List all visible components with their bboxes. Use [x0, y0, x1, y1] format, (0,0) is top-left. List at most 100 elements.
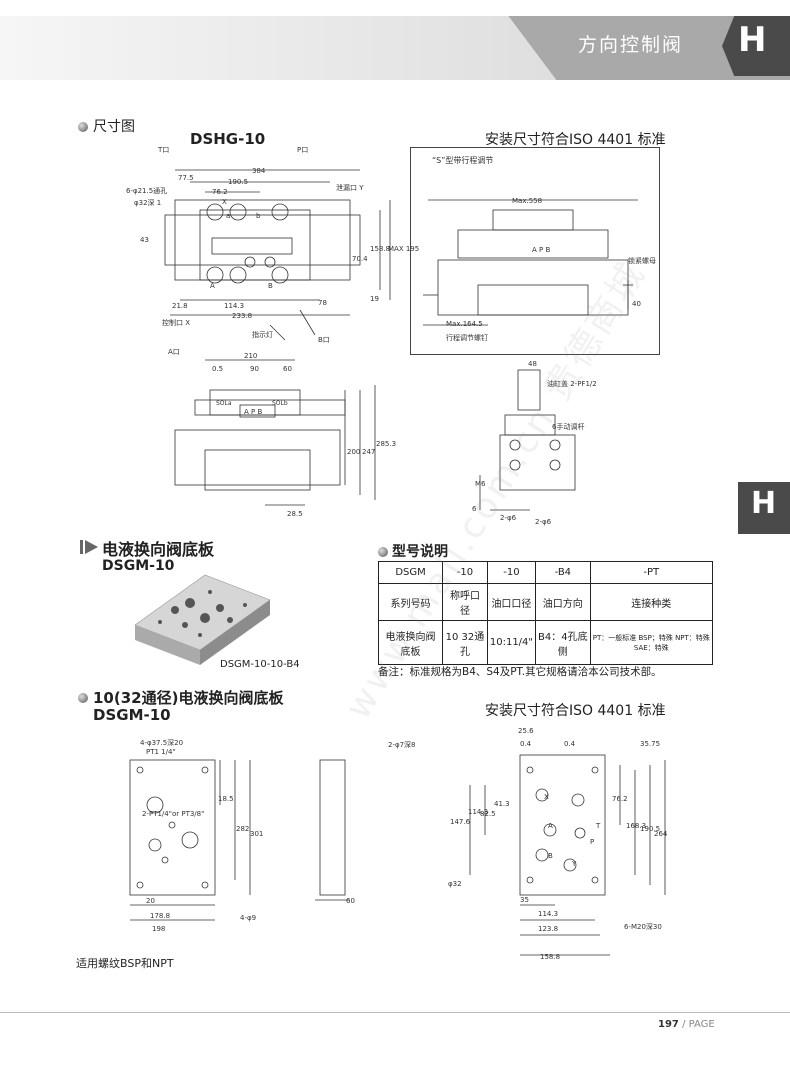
header-tab	[722, 16, 790, 76]
table-cell: 系列号码	[377, 583, 444, 621]
section3-heading: 10(32通径)电液换向阀底板	[93, 689, 284, 707]
header-tab-letter: H	[738, 20, 767, 60]
table-cell: -10	[486, 561, 537, 584]
table-cell: 电液换向阀底板	[377, 620, 444, 665]
dim-76-2: 76.2	[212, 188, 228, 196]
label-pt1-1-4: PT1 1/4"	[146, 748, 176, 756]
mark-b-plate: B	[548, 852, 553, 860]
table-cell: -PT	[589, 561, 714, 584]
dim-25-6: 25.6	[518, 727, 534, 735]
dim-76-2-v: 76.2	[612, 795, 628, 803]
valve-front-view-drawing	[174, 359, 376, 506]
dim-147-6: 147.6	[450, 818, 471, 826]
label-indicator: 指示灯	[252, 331, 273, 339]
dim-40: 40	[632, 300, 641, 308]
label-a-port: A口	[168, 348, 180, 356]
dim-70-4: 70.4	[352, 255, 368, 263]
section1-iso-note: 安装尺寸符合ISO 4401 标准	[485, 132, 666, 148]
solb-label: SOLb	[272, 400, 288, 407]
stroke-adjust-figure-frame	[410, 147, 660, 355]
side-tab-letter: H	[751, 486, 777, 521]
dim-43: 43	[140, 236, 149, 244]
dim-19: 19	[370, 295, 379, 303]
label-stroke-screw: 行程调节螺钉	[446, 334, 488, 342]
dim-max195: MAX 195	[388, 245, 420, 253]
footer-divider	[0, 1012, 790, 1013]
page-label: / PAGE	[682, 1019, 715, 1030]
dim-285-3: 285.3	[376, 440, 397, 448]
label-2-phi6-b: 2-φ6	[535, 518, 552, 526]
mark-x: X	[222, 198, 227, 206]
label-b-port: B口	[318, 336, 330, 344]
mark-b: B	[268, 282, 273, 290]
apb-label-front: A P B	[244, 408, 263, 416]
section3-model: DSGM-10	[93, 706, 171, 724]
dim-0-4b: 0.4	[564, 740, 576, 748]
table-row: DSGM -10 -10 -B4 -PT	[377, 561, 714, 584]
model-code-table: DSGM -10 -10 -B4 -PT 系列号码 称呼口径 油口口径 油口方向…	[377, 561, 714, 665]
dim-210: 210	[244, 352, 258, 360]
model-table-note: 备注：标准规格为B4、S4及PT.其它规格请洽本公司技术部。	[378, 666, 662, 678]
bullet-icon	[78, 693, 88, 703]
subplate-top-drawing	[129, 759, 350, 921]
dim-21-8: 21.8	[172, 302, 188, 310]
dim-123-8: 123.8	[538, 925, 559, 933]
mark-y-plate: Y	[572, 860, 577, 868]
section1-heading: 尺寸图	[93, 119, 135, 135]
section3-iso-note: 安装尺寸符合ISO 4401 标准	[485, 703, 666, 719]
dim-178-8: 178.8	[150, 912, 171, 920]
label-p-port: P口	[297, 146, 309, 154]
label-2-phi7: 2-φ7深8	[388, 741, 416, 749]
mark-t-plate: T	[596, 822, 601, 830]
dim-82-5: 82.5	[480, 810, 496, 818]
dim-114-3-v: 114.3	[468, 808, 489, 816]
table-cell: 连接种类	[589, 583, 714, 621]
dim-301: 301	[250, 830, 264, 838]
section2-heading: 电液换向阀底板	[102, 540, 215, 559]
label-lock-nut: 锁紧螺母	[628, 257, 656, 265]
dim-41-3: 41.3	[494, 800, 510, 808]
table-cell: 油口方向	[535, 583, 591, 621]
table-cell: 10 32通孔	[442, 620, 488, 665]
label-x-control: 控制口 X	[162, 319, 191, 327]
table-cell: -B4	[535, 561, 591, 584]
dim-77-5: 77.5	[178, 174, 194, 182]
dim-18-5: 18.5	[218, 795, 234, 803]
mark-x-plate: X	[544, 793, 549, 801]
label-holes: 6-φ21.5通孔	[126, 187, 168, 195]
page-number: 197 / PAGE	[658, 1019, 715, 1030]
bullet-icon	[78, 122, 88, 132]
dim-264: 264	[654, 830, 668, 838]
dim-28-5: 28.5	[287, 510, 303, 518]
subplate-caption: DSGM-10-10-B4	[220, 659, 300, 670]
bullet-icon	[378, 547, 388, 557]
section1-model: DSHG-10	[190, 130, 266, 148]
dim-35: 35	[520, 896, 529, 904]
table-cell: 油口口径	[486, 583, 537, 621]
dim-48: 48	[528, 360, 537, 368]
label-cylinder-cover: 油缸盖 2-PF1/2	[547, 380, 597, 388]
dim-190-5: 190.5	[228, 178, 249, 186]
mounting-surface-drawing	[469, 754, 666, 956]
table-cell: 10:11/4"	[486, 620, 537, 665]
table-row: 电液换向阀底板 10 32通孔 10:11/4" B4：4孔底侧 PT：一般标准…	[377, 620, 714, 665]
stroke-note: “S”型带行程调节	[432, 156, 494, 165]
mark-b-lower: b	[256, 212, 261, 220]
subplate-photo	[134, 574, 271, 665]
dim-90: 90	[250, 365, 259, 373]
label-y-drain: 泄漏口 Y	[336, 184, 364, 192]
label-t-port: T口	[158, 146, 170, 154]
dim-0-5: 0.5	[212, 365, 224, 373]
label-6-m20: 6-M20深30	[624, 923, 662, 931]
dim-60: 60	[283, 365, 292, 373]
dim-158-8: 158.8	[370, 245, 391, 253]
mark-a-lower: a	[226, 212, 231, 220]
valve-top-view-drawing	[164, 169, 391, 341]
label-4-holes: 4-φ37.5深20	[140, 739, 184, 747]
model-table-heading: 型号说明	[392, 544, 448, 560]
label-manual-rod: 6手动调杆	[552, 423, 585, 431]
sola-label: SOLa	[216, 400, 232, 407]
page-title: 方向控制阀	[578, 34, 684, 56]
dim-20: 20	[146, 897, 155, 905]
dim-282: 282	[236, 825, 250, 833]
